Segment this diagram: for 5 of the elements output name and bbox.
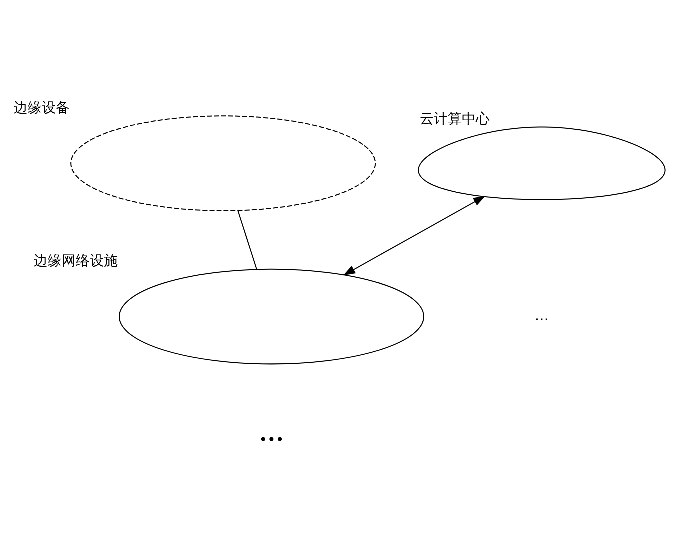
label: ••• (259, 432, 284, 449)
label: … (534, 308, 550, 325)
node-label: 边缘网络设施 (34, 254, 118, 270)
node-label: 云计算中心 (420, 111, 490, 128)
node-label: 边缘设备 (14, 100, 70, 116)
